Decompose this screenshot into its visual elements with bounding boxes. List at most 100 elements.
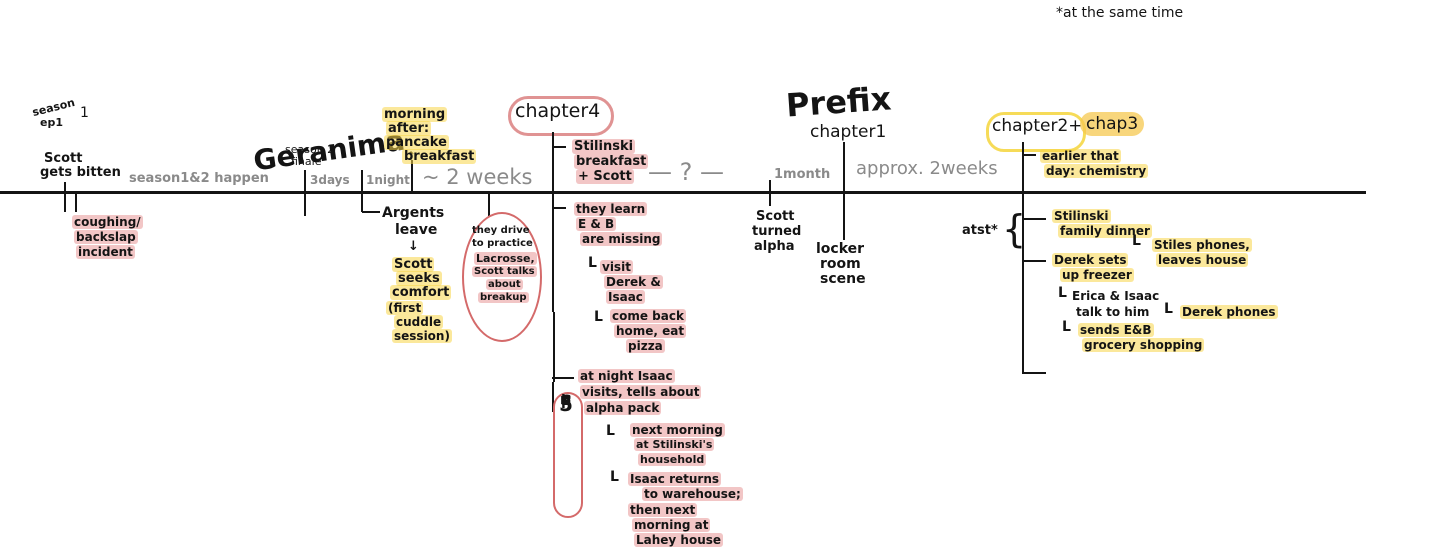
c5-i1-connector [552, 377, 574, 379]
ch23-d1-4: leaves house [1156, 253, 1249, 267]
s1e1-tick [64, 182, 66, 212]
argents-connector [362, 211, 380, 213]
c5-i3-2: to warehouse; [642, 487, 743, 501]
gap-night: 1night [366, 173, 410, 187]
ch23-trunk [1022, 142, 1024, 374]
ch23-d4-2: grocery shopping [1082, 338, 1205, 352]
ch23-end-connector [1022, 372, 1046, 374]
night-tick-left [361, 170, 363, 212]
lacrosse-2: to practice [472, 238, 533, 249]
c4-i4-2: home, eat [614, 324, 687, 338]
c5-i1-2: visits, tells about [580, 385, 702, 399]
gap-unknown: — ? — [648, 158, 724, 186]
morning-tick [411, 160, 413, 192]
lacrosse-1: they drive [472, 225, 530, 236]
lacrosse-circle [462, 212, 542, 342]
lacrosse-4: Scott talks [472, 266, 537, 277]
chapter5-letter: h [561, 393, 571, 409]
alpha-1: Scott [756, 209, 795, 224]
c5-i3-4: morning at [632, 518, 711, 532]
ch23-earlier-2: day: chemistry [1044, 164, 1149, 178]
c5-i2-3: household [638, 453, 707, 466]
gap-2-weeks: ~ 2 weeks [422, 165, 533, 189]
chapter5-letter: e [561, 393, 571, 409]
ch23-d2-connector [1022, 260, 1046, 262]
s1e1-heading-2: ep1 [40, 116, 63, 129]
ch23-d3-1: Erica & Isaac [1072, 289, 1160, 303]
s1e1-below-1: coughing/ [72, 215, 143, 229]
lacrosse-6: breakup [478, 292, 529, 303]
c4-i3-3: Isaac [606, 290, 645, 304]
s1e1-heading-mark: 1 [80, 105, 89, 121]
chapter4-trunk [552, 132, 554, 312]
morning-1: morning [382, 107, 448, 122]
c4-i4-bracket: L [594, 309, 603, 325]
c5-i3-bracket: L [610, 469, 619, 485]
chapter2-title: chapter2+ [992, 116, 1083, 136]
c4-i4-3: pizza [626, 339, 665, 353]
c4-i2-2: E & B [576, 217, 617, 231]
alpha-tick [769, 180, 771, 206]
morning-2: after: [386, 121, 432, 136]
s1e1-below-2: backslap [74, 230, 138, 244]
argents-arrow: ↓ [408, 239, 419, 254]
chapter4-dotted [553, 312, 555, 382]
ch23-d1-2: family dinner [1058, 224, 1152, 238]
morning-4: breakfast [402, 149, 477, 164]
c4-i2-1: they learn [574, 202, 648, 216]
ch23-d2-1: Derek sets [1052, 253, 1129, 267]
geranima-tick [304, 170, 306, 216]
chapter5-letter: t [562, 393, 570, 409]
c4-i3-2: Derek & [604, 275, 663, 289]
c4-i1-2: breakfast [574, 154, 649, 169]
seek-5: cuddle [394, 315, 444, 329]
ch23-d3-2: talk to him [1076, 305, 1150, 319]
alpha-3: alpha [754, 239, 795, 254]
argents-1: Argents [382, 205, 445, 221]
geranima-sub-1: season 2 [285, 143, 335, 156]
c4-i1-connector [552, 146, 566, 148]
c5-i3-1: Isaac returns [628, 472, 722, 486]
ch23-d4-bracket: L [1062, 319, 1071, 335]
c4-i3-bracket: L [588, 255, 597, 271]
chapter3-title: chap3 [1080, 112, 1145, 136]
c4-i3-1: visit [600, 260, 633, 274]
ch23-d1-3: Stiles phones, [1152, 238, 1252, 252]
prefix-title: Prefix [784, 79, 893, 125]
lacrosse-3: Lacrosse, [474, 252, 537, 265]
ch23-d2-2: up freezer [1060, 268, 1134, 282]
s1e1-event-2: gets bitten [40, 165, 121, 180]
gap-2-weeks-approx: approx. 2weeks [856, 158, 998, 179]
locker-2: room [820, 256, 861, 272]
c5-i3-5: Lahey house [634, 533, 724, 547]
ch23-d1-connector [1022, 218, 1046, 220]
ch23-d1-1: Stilinski [1052, 209, 1111, 223]
chapter5-letter: 5 [559, 392, 573, 416]
c5-i1-3: alpha pack [584, 401, 662, 415]
seek-4: (first [386, 301, 424, 315]
lacrosse-5: about [486, 279, 523, 290]
chapter5-letter: a [561, 393, 571, 409]
s1e1-below-3: incident [76, 245, 135, 259]
timeline-axis [0, 191, 1366, 194]
ch23-earlier-1: earlier that [1040, 149, 1121, 163]
c5-i1-1: at night Isaac [578, 369, 675, 383]
c4-i1-1: Stilinski [572, 139, 636, 154]
c4-i2-3: are missing [580, 232, 663, 246]
prefix-sub: chapter1 [810, 122, 887, 142]
chapter5-letter: r [562, 393, 570, 409]
c5-i2-1: next morning [630, 423, 725, 437]
chapter5-circle [553, 392, 583, 518]
chapter4-title: chapter4 [515, 100, 601, 122]
chapter5-letter: p [560, 393, 572, 409]
geranima-sub-2: finale [291, 155, 322, 168]
morning-3: pancake [384, 135, 449, 150]
ch23-d3-bracket-2: L [1164, 301, 1173, 317]
gap-season-1-2: season1&2 happen [129, 171, 269, 186]
chapter4-circle [508, 96, 614, 136]
geranima-gap: 3days [310, 173, 350, 187]
seek-2: seeks [396, 271, 442, 286]
argents-2: leave [395, 222, 438, 238]
s1e1-event-1: Scott [44, 151, 83, 166]
ch23-brace: { [1002, 207, 1027, 251]
